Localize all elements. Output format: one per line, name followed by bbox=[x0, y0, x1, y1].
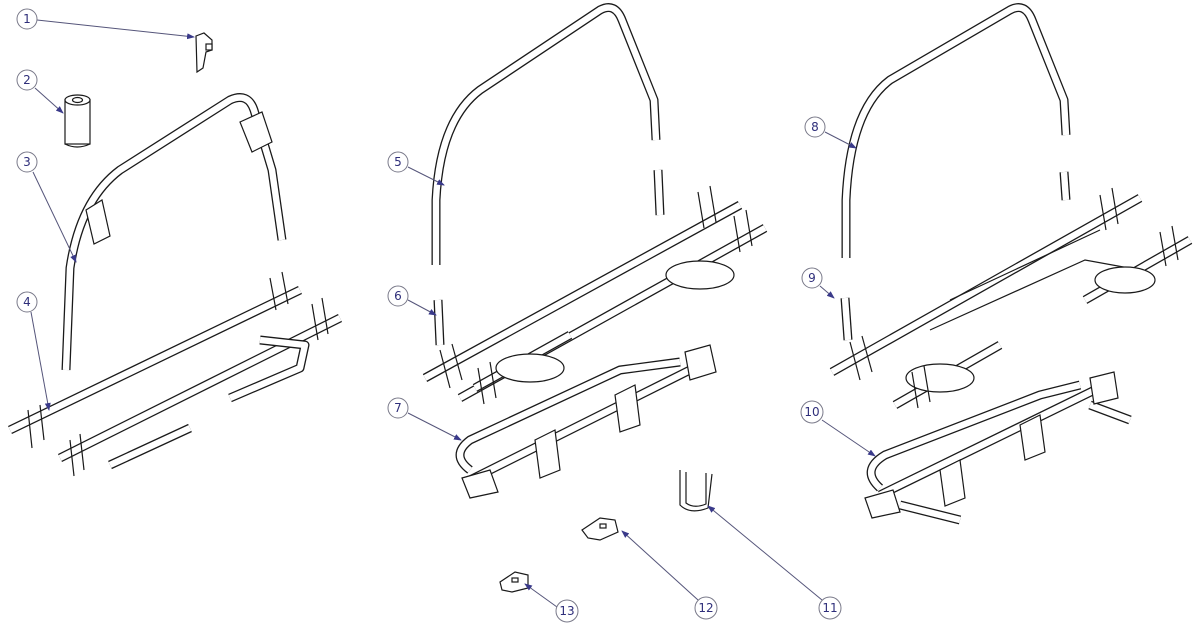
part-7-mount-bar bbox=[455, 344, 717, 499]
svg-text:10: 10 bbox=[804, 405, 819, 419]
svg-text:1: 1 bbox=[23, 12, 31, 26]
svg-text:11: 11 bbox=[822, 601, 837, 615]
callout-10: 10 bbox=[800, 400, 824, 424]
part-9-rail-assembly bbox=[829, 171, 1193, 409]
svg-text:2: 2 bbox=[23, 73, 31, 87]
callout-2: 2 bbox=[16, 69, 38, 91]
callout-12: 12 bbox=[694, 596, 718, 620]
callout-8: 8 bbox=[804, 116, 826, 138]
part-10-mount-bar bbox=[864, 371, 1132, 525]
callout-9: 9 bbox=[801, 267, 823, 289]
part-11-u-bracket bbox=[679, 470, 713, 512]
svg-text:7: 7 bbox=[394, 401, 402, 415]
part-1-clip bbox=[195, 32, 213, 74]
svg-text:3: 3 bbox=[23, 155, 31, 169]
part-12-bracket bbox=[581, 517, 619, 541]
callout-leaders bbox=[30, 19, 876, 608]
callout-7: 7 bbox=[387, 397, 409, 419]
part-4-rails bbox=[8, 271, 343, 477]
svg-text:5: 5 bbox=[394, 155, 402, 169]
callout-6: 6 bbox=[387, 285, 409, 307]
svg-text:9: 9 bbox=[808, 271, 816, 285]
svg-text:13: 13 bbox=[559, 604, 574, 618]
svg-text:8: 8 bbox=[811, 120, 819, 134]
callout-5: 5 bbox=[387, 151, 409, 173]
callout-4: 4 bbox=[16, 291, 38, 313]
part-5-arch bbox=[431, 3, 661, 265]
svg-text:6: 6 bbox=[394, 289, 402, 303]
part-6-rail-assembly bbox=[422, 169, 768, 405]
callout-3: 3 bbox=[16, 151, 38, 173]
part-3-arch bbox=[61, 93, 287, 371]
part-2-sleeve bbox=[64, 94, 91, 148]
svg-text:12: 12 bbox=[698, 601, 713, 615]
callout-11: 11 bbox=[818, 596, 842, 620]
callout-1: 1 bbox=[16, 8, 38, 30]
part-13-bracket bbox=[499, 571, 529, 593]
part-8-arch bbox=[841, 3, 1071, 258]
callout-13: 13 bbox=[555, 599, 579, 623]
svg-text:4: 4 bbox=[23, 295, 31, 309]
